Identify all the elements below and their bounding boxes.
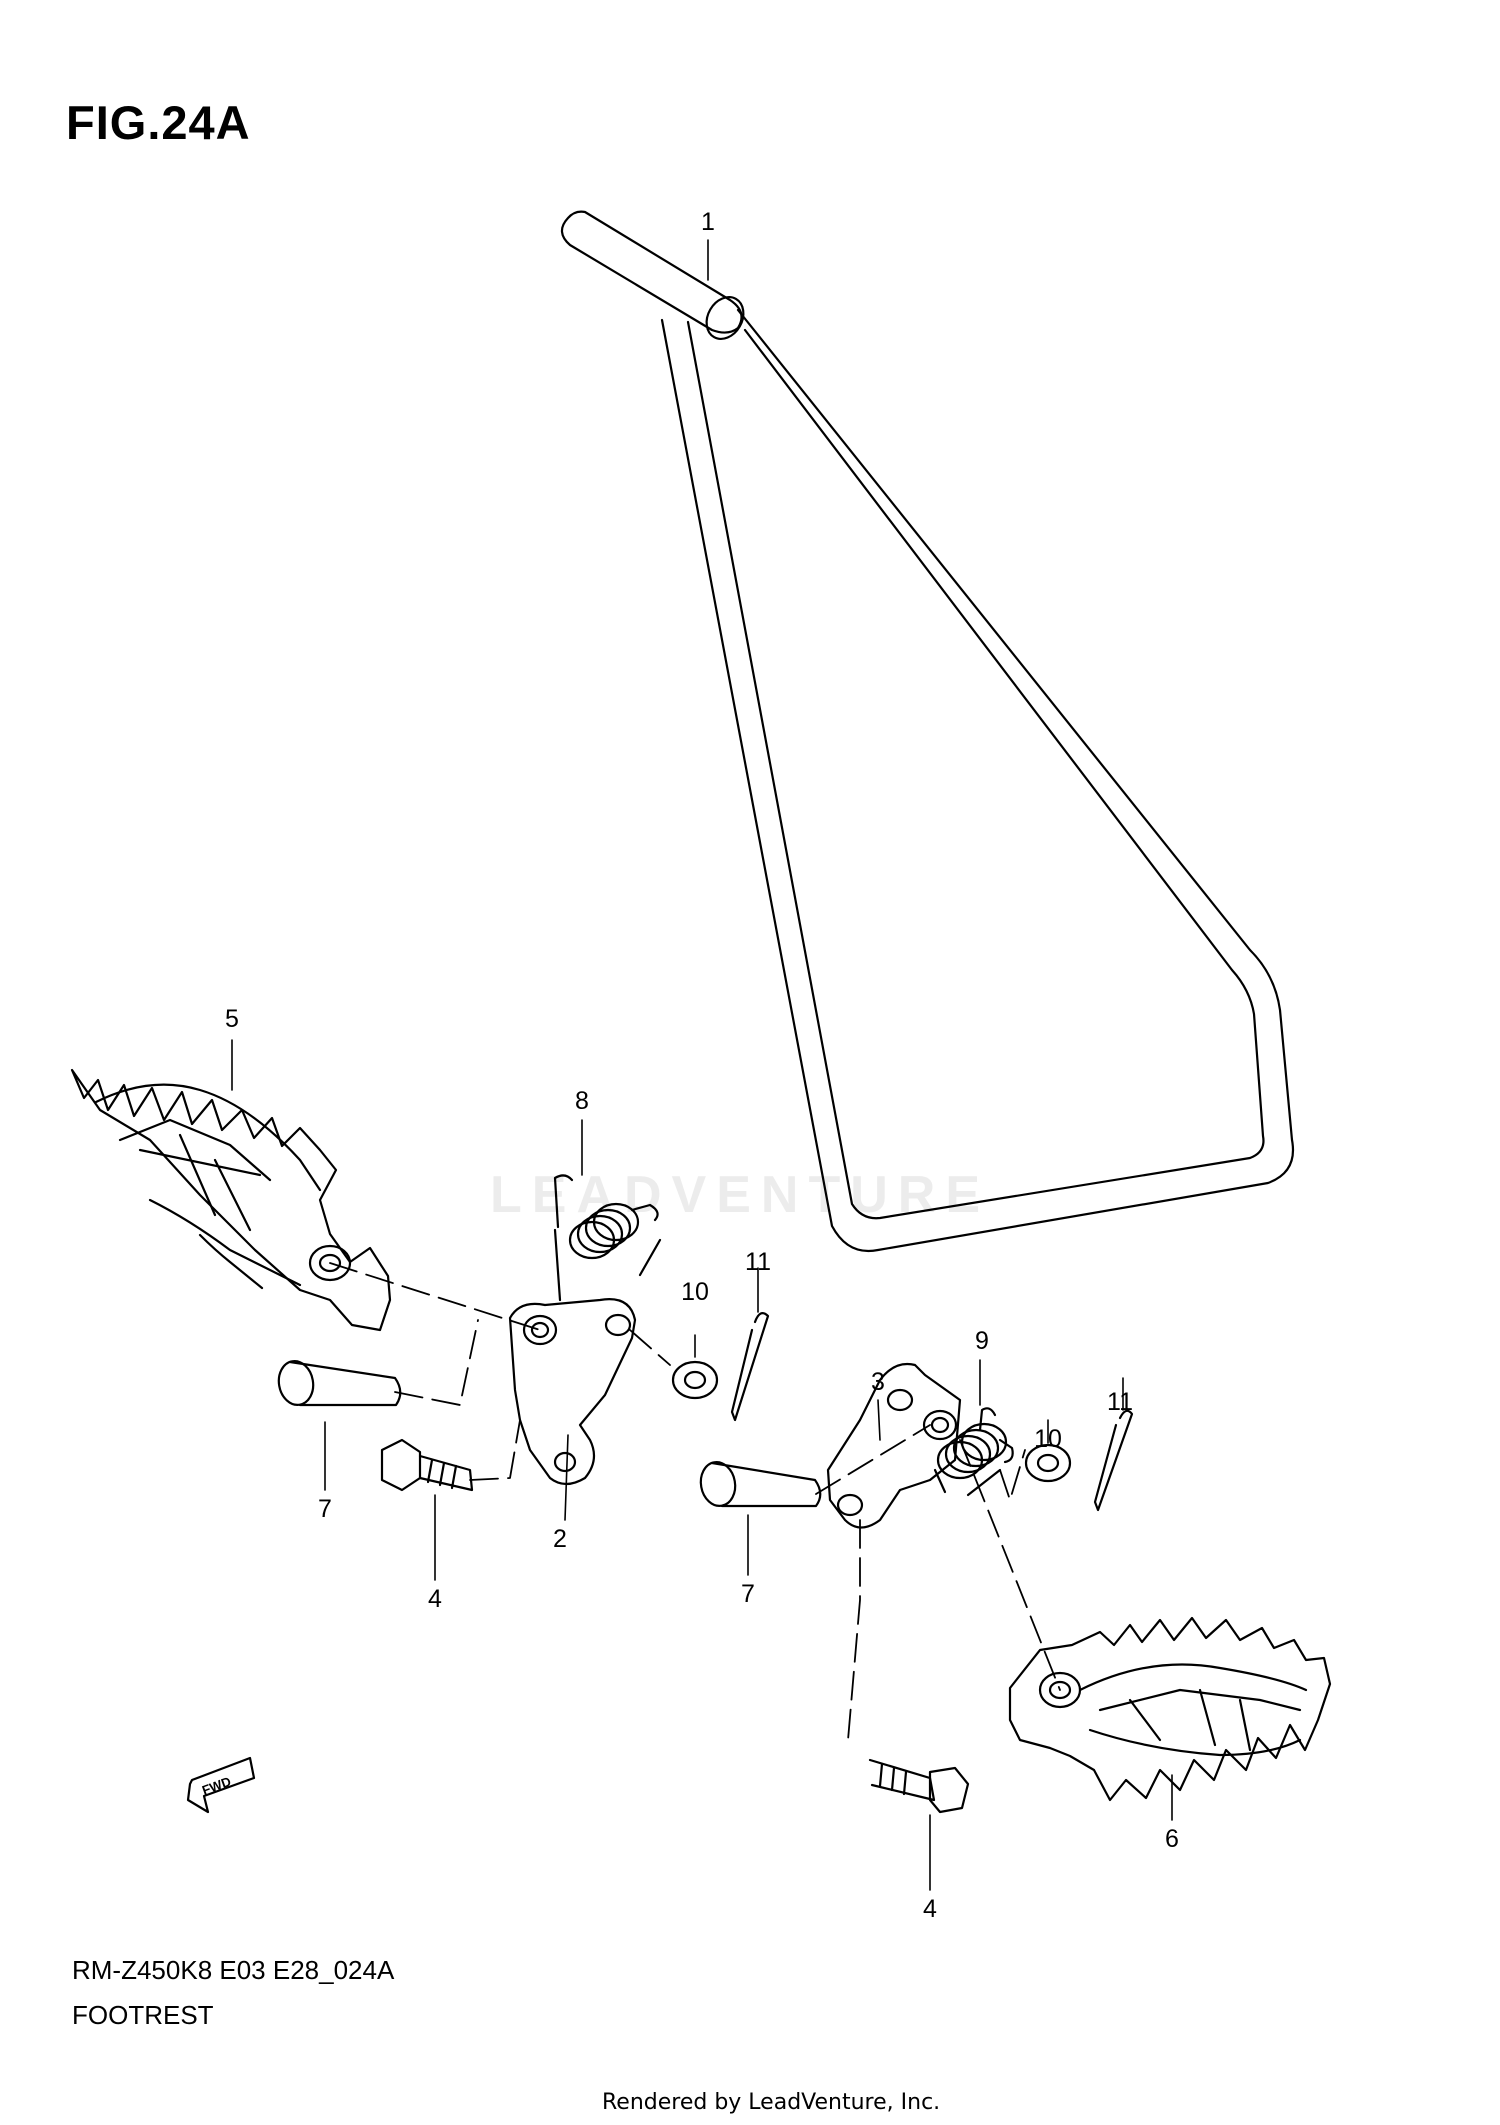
side-stand-part [560, 210, 1295, 1253]
pin-part-right [699, 1461, 822, 1508]
section-name: FOOTREST [72, 2000, 214, 2030]
callout-11-right: 11 [1107, 1388, 1133, 1416]
callout-11-left: 11 [745, 1248, 771, 1276]
callout-9: 9 [975, 1327, 989, 1355]
model-code: RM-Z450K8 E03 E28_024A [72, 1955, 395, 1985]
callout-1: 1 [701, 208, 715, 236]
callout-5: 5 [225, 1005, 239, 1033]
spring-part-right [933, 1407, 1014, 1497]
assembly-lines [329, 1262, 1061, 1741]
figure-title: FIG.24A [66, 96, 251, 149]
render-credit: Rendered by LeadVenture, Inc. [602, 2090, 941, 2115]
washer-part-left [671, 1360, 719, 1400]
callout-3: 3 [871, 1368, 885, 1396]
leader-lines [231, 239, 1173, 1891]
cotter-pin-part-left [730, 1312, 770, 1422]
left-footpeg-part [70, 1068, 392, 1332]
callout-2: 2 [553, 1525, 567, 1553]
callout-10-left: 10 [681, 1278, 709, 1306]
cotter-pin-part-right [1093, 1409, 1134, 1512]
right-footpeg-part [1008, 1616, 1332, 1802]
callout-7-right: 7 [741, 1580, 755, 1608]
left-bracket-part [508, 1298, 637, 1486]
callout-4-left: 4 [428, 1585, 442, 1613]
bolt-part-left [380, 1438, 474, 1492]
pin-part-left [277, 1360, 402, 1407]
callout-8: 8 [575, 1087, 589, 1115]
right-bracket-part [826, 1362, 962, 1529]
callout-4-right: 4 [923, 1895, 937, 1923]
washer-part-right [1024, 1443, 1072, 1483]
callout-6: 6 [1165, 1825, 1179, 1853]
callout-7-left: 7 [318, 1495, 332, 1523]
fwd-arrow-icon [186, 1756, 256, 1814]
spring-part-left [553, 1174, 662, 1302]
callout-10-right: 10 [1034, 1425, 1062, 1453]
bolt-part-right [868, 1758, 970, 1814]
